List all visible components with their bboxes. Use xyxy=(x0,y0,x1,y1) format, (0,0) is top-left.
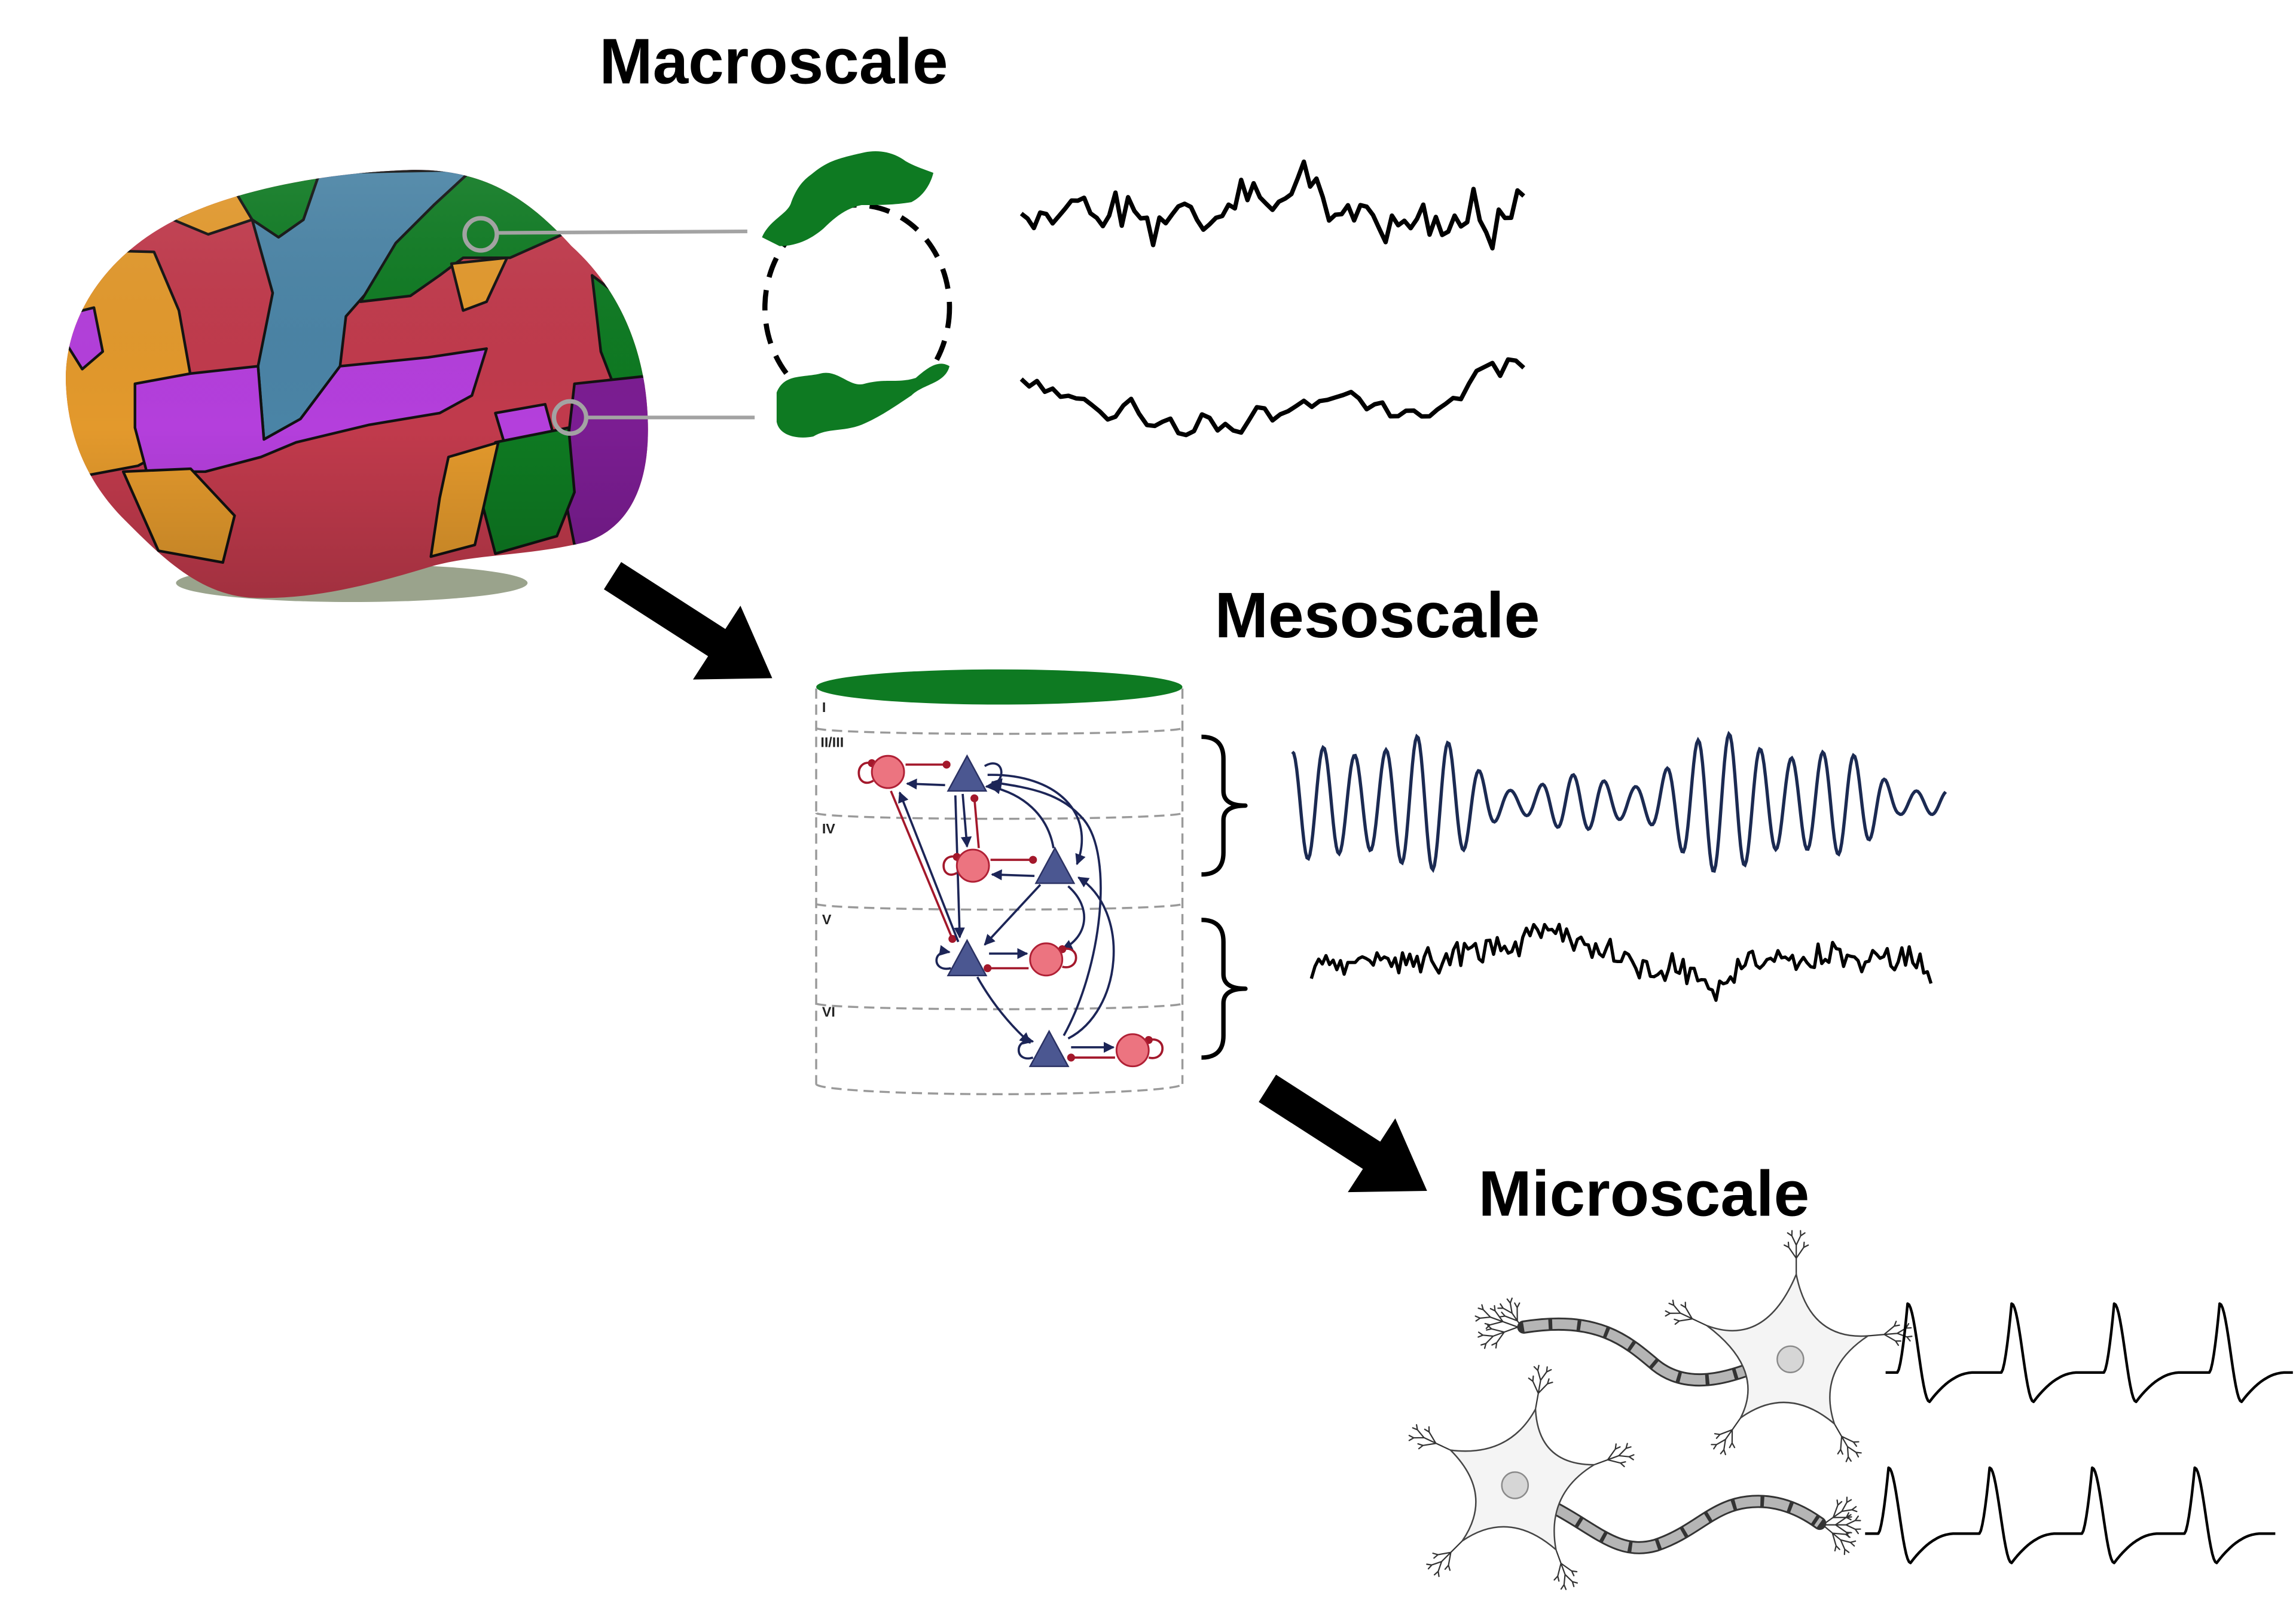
connection-exc-tri2-tri1 xyxy=(989,783,1055,848)
self-loop-tri1 xyxy=(984,762,1003,792)
brain-surface xyxy=(66,170,648,603)
self-loop-tri3 xyxy=(935,945,951,970)
dendrite-branch xyxy=(1783,1230,1809,1275)
dendrite-branch xyxy=(1528,1364,1553,1410)
myelin-sheath-top xyxy=(1523,1319,1754,1385)
connection-exc-tri4-tri2 xyxy=(1067,876,1115,1040)
self-loop-red2 xyxy=(942,853,961,876)
self-loop-tri4 xyxy=(1018,1034,1034,1060)
macroscale-title: Macroscale xyxy=(599,25,948,97)
brain-shading-overlay xyxy=(66,170,648,598)
region-top-shape xyxy=(762,151,934,246)
interneuron-icon xyxy=(871,754,905,789)
dendrite-branch xyxy=(1867,1321,1913,1346)
microscale-title: Microscale xyxy=(1479,1157,1810,1230)
dendrite-branch xyxy=(1553,1549,1578,1590)
roi-marker-top xyxy=(462,216,499,253)
dendrite-branch xyxy=(1593,1443,1635,1468)
dendrite-branch xyxy=(1665,1299,1708,1327)
connection-inh-red2-tri1 xyxy=(970,794,980,848)
connection-exc-tri1-red1 xyxy=(906,778,945,790)
connection-exc-tri2-red3 xyxy=(1061,885,1086,951)
brain-parcellation xyxy=(66,170,648,598)
dendrite-branch xyxy=(1833,1423,1862,1462)
microcircuit-neurons xyxy=(871,754,1150,1068)
layer-label-ii-iii: II/III xyxy=(820,735,844,750)
meso-oscillation-signal xyxy=(1291,731,1947,873)
interneuron-icon xyxy=(1029,942,1064,977)
dendrite-branch xyxy=(1474,1304,1519,1330)
myelinated-neuron-icon xyxy=(1474,1230,1913,1462)
macro-signal-bottom xyxy=(1019,357,1525,438)
connection-exc-tri1-tri2 xyxy=(987,774,1086,866)
layer-label-vi: VI xyxy=(822,1004,835,1019)
dendrite-branch xyxy=(1426,1540,1463,1577)
layer-label-v: V xyxy=(822,912,832,927)
region-bottom-shape xyxy=(776,363,950,438)
dendrite-branch xyxy=(1711,1417,1742,1456)
roi-connector-top xyxy=(496,230,747,235)
brace-upper-layers xyxy=(1201,734,1248,877)
spike-train-bottom xyxy=(1865,1466,2276,1565)
interneuron-icon xyxy=(1115,1033,1150,1068)
self-loop-red4 xyxy=(1144,1035,1164,1059)
layer-label-i: I xyxy=(822,699,826,715)
pyramidal-neuron-icon xyxy=(947,754,988,792)
cortical-column: I II/III IV V VI xyxy=(815,669,1184,1095)
myelin-sheath-bottom xyxy=(1553,1496,1823,1553)
connection-exc-tri2-red2 xyxy=(991,869,1035,881)
layer-boundary-2 xyxy=(815,812,1184,820)
macro-signal-top xyxy=(1019,159,1525,250)
layer-boundary-3 xyxy=(815,903,1184,911)
arrow-macro-to-meso-icon xyxy=(604,562,773,680)
nucleus-top xyxy=(1776,1345,1805,1374)
meso-noise-signal xyxy=(1309,922,1933,1002)
dendrite-branch xyxy=(1822,1524,1857,1556)
connection-exc-tri2-tri3 xyxy=(984,884,1042,946)
neuron-top-dendrites xyxy=(1474,1230,1913,1462)
column-top-surface xyxy=(816,669,1183,705)
myelinated-neuron-icon xyxy=(1408,1364,1861,1590)
spike-train-top xyxy=(1885,1302,2293,1403)
nucleus-bottom xyxy=(1501,1471,1529,1499)
roi-markers xyxy=(462,216,755,436)
region-pair xyxy=(762,151,952,438)
dendrite-branch xyxy=(1477,1324,1519,1349)
pyramidal-neuron-icon xyxy=(947,939,988,977)
dendrite-branch xyxy=(1408,1424,1452,1451)
microcircuit-connections xyxy=(857,759,1164,1062)
connection-exc-tri3-red1 xyxy=(898,791,960,943)
arrow-meso-to-micro-icon xyxy=(1259,1074,1427,1193)
self-loop-red1 xyxy=(857,759,876,784)
interneuron-icon xyxy=(955,848,990,883)
roi-marker-bottom xyxy=(551,399,589,436)
connection-exc-tri4-tri1 xyxy=(991,778,1102,1037)
connection-exc-tri1-red2 xyxy=(960,793,972,848)
dendrite-branch xyxy=(1822,1512,1861,1538)
neuron-bottom-dendrites xyxy=(1408,1364,1861,1590)
dendrite-branch xyxy=(1822,1496,1858,1526)
brace-lower-layers xyxy=(1201,918,1248,1060)
pyramidal-neuron-icon xyxy=(1028,1029,1070,1067)
dendrite-branch xyxy=(1497,1297,1525,1331)
mesoscale-title: Mesoscale xyxy=(1214,579,1540,651)
self-loop-red3 xyxy=(1058,945,1077,968)
pyramidal-neuron-icon xyxy=(1034,847,1076,884)
connection-inh-red1-tri3 xyxy=(890,790,957,943)
layer-boundary-1 xyxy=(815,727,1184,735)
layer-label-iv: IV xyxy=(822,821,835,836)
column-bottom xyxy=(815,1083,1184,1095)
